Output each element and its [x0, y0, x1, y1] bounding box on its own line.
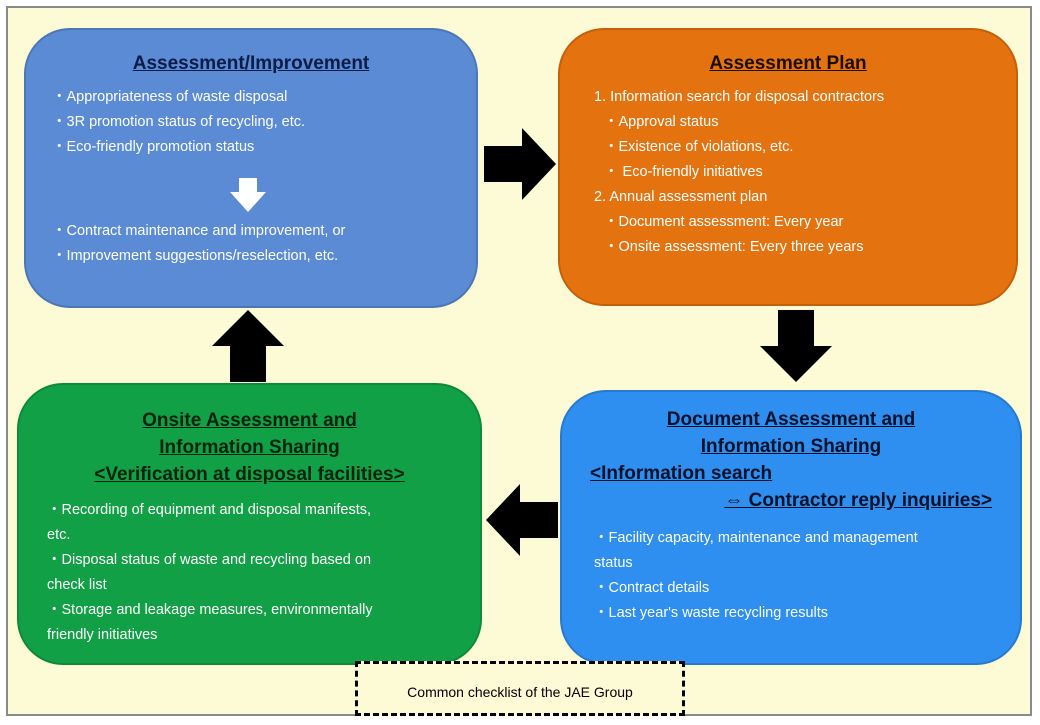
list-item: ・Storage and leakage measures, environme… [47, 602, 373, 618]
assessment-plan-title: Assessment Plan [709, 53, 867, 74]
list-item: check list [47, 577, 107, 593]
list-item: ・Improvement suggestions/reselection, et… [52, 248, 339, 264]
list-item: ・Existence of violations, etc. [604, 139, 794, 155]
list-item: ・3R promotion status of recycling, etc. [52, 114, 306, 130]
list-item: friendly initiatives [47, 627, 158, 643]
down-arrow-icon [230, 178, 266, 212]
assessment-improvement-list: ・Appropriateness of waste disposal ・3R p… [52, 85, 476, 160]
list-item: ・Last year's waste recycling results [594, 605, 829, 621]
list-item: ・Document assessment: Every year [604, 214, 844, 230]
list-item: ・Recording of equipment and disposal man… [47, 502, 372, 518]
list-item: status [594, 555, 633, 571]
document-assessment-title-line2: Information Sharing [700, 436, 882, 457]
onsite-assessment-box: Onsite Assessment and Information Sharin… [17, 383, 482, 665]
list-item: ・Appropriateness of waste disposal [52, 89, 288, 105]
list-item: ・Approval status [604, 114, 719, 130]
assessment-improvement-title: Assessment/Improvement [132, 53, 370, 74]
list-item: etc. [47, 527, 71, 543]
list-item: ・ Eco-friendly initiatives [604, 164, 763, 180]
assessment-improvement-box: Assessment/Improvement ・Appropriateness … [24, 28, 478, 308]
plan-step-2: 2. Annual assessment plan [594, 189, 768, 205]
up-arrow-icon [212, 310, 284, 382]
common-checklist-note: Common checklist of the JAE Group [355, 661, 685, 716]
plan-step-1: 1. Information search for disposal contr… [594, 89, 885, 105]
list-item: ・Facility capacity, maintenance and mana… [594, 530, 918, 546]
list-item: ・Onsite assessment: Every three years [604, 239, 864, 255]
left-arrow-icon [486, 484, 558, 556]
list-item: ・Disposal status of waste and recycling … [47, 552, 372, 568]
document-assessment-title-line1: Document Assessment and [666, 409, 916, 430]
document-assessment-title-line3: <Information search [590, 463, 773, 484]
onsite-assessment-title-line1: Onsite Assessment and [142, 410, 357, 431]
list-item: ・Contract maintenance and improvement, o… [52, 223, 346, 239]
assessment-improvement-outcomes: ・Contract maintenance and improvement, o… [52, 219, 345, 269]
assessment-plan-box: Assessment Plan 1. Information search fo… [558, 28, 1018, 306]
document-assessment-title-line4: ⇔ Contractor reply inquiries> [724, 490, 992, 511]
down-arrow-icon [760, 310, 832, 382]
list-item: ・Eco-friendly promotion status [52, 139, 255, 155]
document-assessment-box: Document Assessment and Information Shar… [560, 390, 1022, 665]
onsite-assessment-title-line3: <Verification at disposal facilities> [94, 464, 405, 485]
onsite-assessment-list: ・Recording of equipment and disposal man… [47, 498, 480, 648]
assessment-plan-list: 1. Information search for disposal contr… [594, 85, 1016, 260]
right-arrow-icon [484, 128, 556, 200]
onsite-assessment-title-line2: Information Sharing [159, 437, 340, 458]
document-assessment-list: ・Facility capacity, maintenance and mana… [594, 526, 1020, 626]
list-item: ・Contract details [594, 580, 710, 596]
